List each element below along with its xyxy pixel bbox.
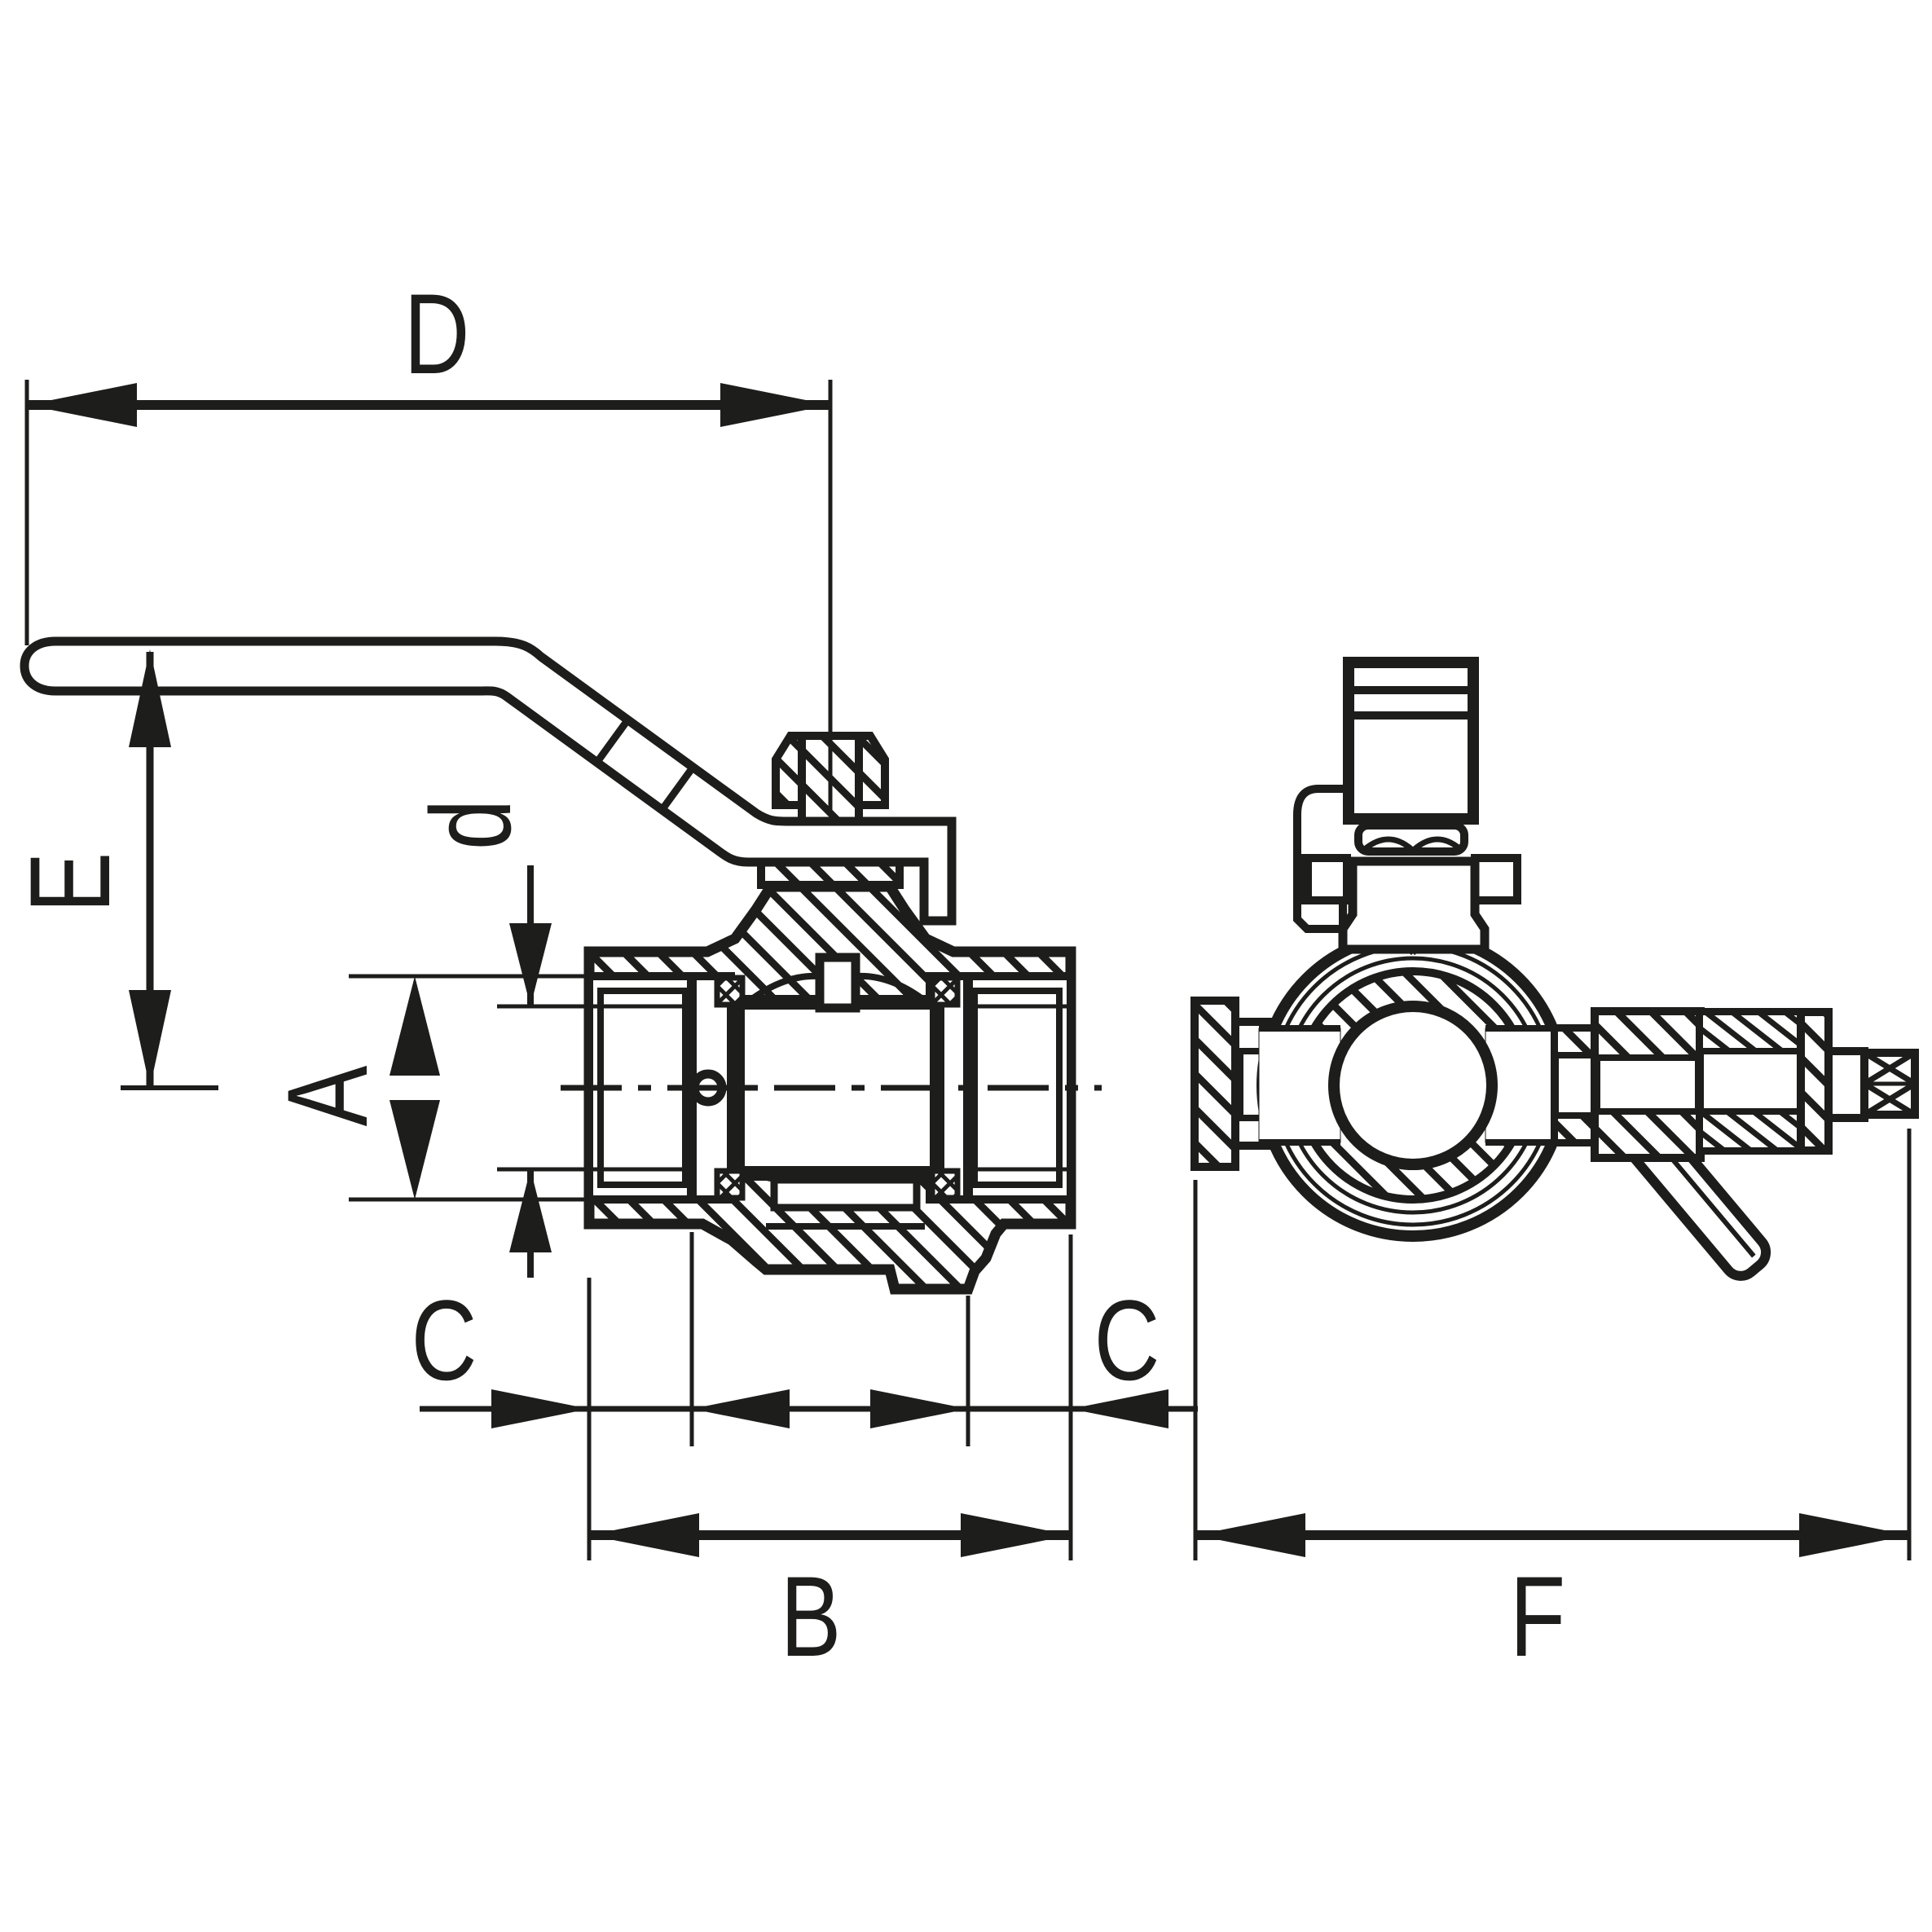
dim-label-B: B <box>781 1552 842 1680</box>
seat-top-left <box>714 975 746 1008</box>
dim-label-C-left: C <box>411 1276 477 1404</box>
dimensions: D E d A C C B F <box>6 270 1912 1680</box>
cock-joint-hatch-bottom <box>1551 1112 1599 1146</box>
cock-thread-bottom <box>1697 1108 1804 1154</box>
handle-grip-tick-1 <box>594 718 631 764</box>
valve-handle <box>20 636 957 926</box>
ball-top-arc-right <box>856 972 931 1007</box>
arrow <box>1071 1389 1168 1428</box>
arrow <box>129 649 171 747</box>
arrow <box>27 383 137 427</box>
handle-grip-tick-2 <box>659 765 696 812</box>
arrow <box>720 383 830 427</box>
stub-hatched-flange <box>1190 997 1239 1171</box>
dim-D <box>24 380 833 815</box>
dim-d <box>497 865 588 1278</box>
cock-nipple <box>1824 1047 1868 1122</box>
dim-A <box>349 974 588 1202</box>
dim-E <box>121 649 218 1090</box>
handle-bracket-hook <box>1293 785 1347 933</box>
dim-labels: D E d A C C B F <box>6 270 1565 1680</box>
stem-nut-bar <box>1354 821 1468 856</box>
stem-nut-arc-left <box>1362 836 1414 852</box>
arrow <box>129 990 171 1088</box>
arrow <box>389 1100 440 1199</box>
bore-circle <box>1328 1001 1498 1170</box>
ear-right <box>1471 854 1521 904</box>
arrow <box>692 1389 790 1428</box>
arrow <box>589 1513 699 1557</box>
ball-top-arc-left <box>743 972 819 1007</box>
arrow <box>870 1389 968 1428</box>
dim-label-C-right: C <box>1094 1276 1160 1404</box>
dim-C <box>420 1232 1198 1560</box>
dim-label-A: A <box>263 1065 391 1126</box>
handle-outline <box>20 636 957 926</box>
arrow <box>961 1513 1071 1557</box>
cock-collar <box>1797 1008 1833 1155</box>
seat-top-right <box>929 975 961 1008</box>
side-view <box>20 636 1102 1295</box>
bottom-insert <box>770 1176 921 1212</box>
arrow <box>1195 1513 1305 1557</box>
arrow <box>389 976 440 1076</box>
arrow <box>509 923 552 1006</box>
cock-hex-hatch-bottom <box>1592 1108 1703 1160</box>
dim-B <box>589 1513 1071 1557</box>
end-view <box>1190 657 1919 1281</box>
bore-pass-through <box>1258 1025 1568 1146</box>
drain-cock <box>1551 1007 1919 1281</box>
right-socket-inner <box>971 988 1063 1188</box>
stem-nut-arc-right <box>1412 836 1463 852</box>
dim-label-F: F <box>1510 1552 1565 1680</box>
dim-label-d: d <box>407 799 535 850</box>
seat-bottom-right <box>929 1168 961 1201</box>
arrow <box>509 1169 552 1252</box>
cock-nipple-end <box>1860 1049 1919 1119</box>
dim-label-D: D <box>404 270 470 398</box>
arrow <box>1799 1513 1909 1557</box>
cock-hex-hatch-top <box>1592 1009 1703 1061</box>
end-view-stem <box>1293 657 1521 954</box>
handle-end-cap <box>1343 657 1479 825</box>
stem-neck <box>1338 856 1490 954</box>
seat-bottom-left <box>714 1168 746 1201</box>
arrow <box>491 1389 589 1428</box>
cock-joint-hatch-top <box>1551 1025 1599 1058</box>
stem-ball-slot <box>815 953 860 1013</box>
cock-thread-top <box>1697 1009 1804 1054</box>
dim-label-E: E <box>6 852 134 913</box>
dim-F <box>1193 1129 1912 1560</box>
